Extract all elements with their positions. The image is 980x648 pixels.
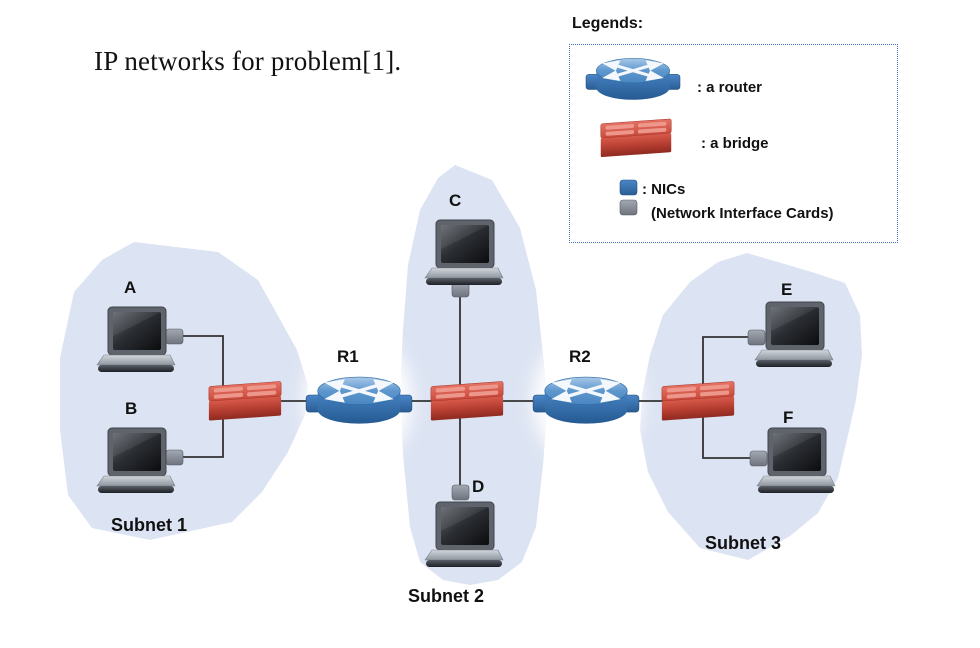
host-e-label: E (781, 280, 793, 299)
host-e-nic-icon (747, 329, 766, 346)
host-b-laptop-icon (96, 427, 176, 494)
host-b-nic-icon (165, 449, 184, 466)
host-c-label: C (449, 191, 462, 210)
host-f-label: F (783, 408, 794, 427)
host-f-laptop-icon (756, 427, 836, 494)
bridge-3-icon (661, 380, 735, 422)
legend-nic-gray-icon (619, 199, 638, 216)
host-a-laptop-icon (96, 306, 176, 373)
host-d-nic-icon (451, 484, 470, 501)
host-d-laptop-icon (424, 501, 504, 568)
legend-box (569, 44, 898, 243)
host-c-laptop-icon (424, 219, 504, 286)
legend-nic-blue-icon (619, 179, 638, 196)
legend-router-label: : a router (697, 79, 763, 96)
bridge-1-icon (208, 380, 282, 422)
host-a-label: A (124, 278, 137, 297)
bridge-2-icon (430, 380, 504, 422)
host-f-nic-icon (749, 450, 768, 467)
subnet-3-label: Subnet 3 (705, 533, 782, 553)
page-title: IP networks for problem[1]. (94, 46, 402, 76)
host-d-label: D (472, 477, 485, 496)
host-e-laptop-icon (754, 301, 834, 368)
router-r2-label: R2 (569, 347, 591, 366)
subnet-1-label: Subnet 1 (111, 515, 188, 535)
subnet-2-label: Subnet 2 (408, 586, 485, 606)
legend-nic-label: : NICs (642, 181, 686, 198)
router-r1-label: R1 (337, 347, 359, 366)
host-a-nic-icon (165, 328, 184, 345)
legend-heading: Legends: (572, 15, 644, 32)
legend-bridge-label: : a bridge (701, 135, 769, 152)
host-b-label: B (125, 399, 138, 418)
legend-nic-sublabel: (Network Interface Cards) (651, 205, 834, 222)
